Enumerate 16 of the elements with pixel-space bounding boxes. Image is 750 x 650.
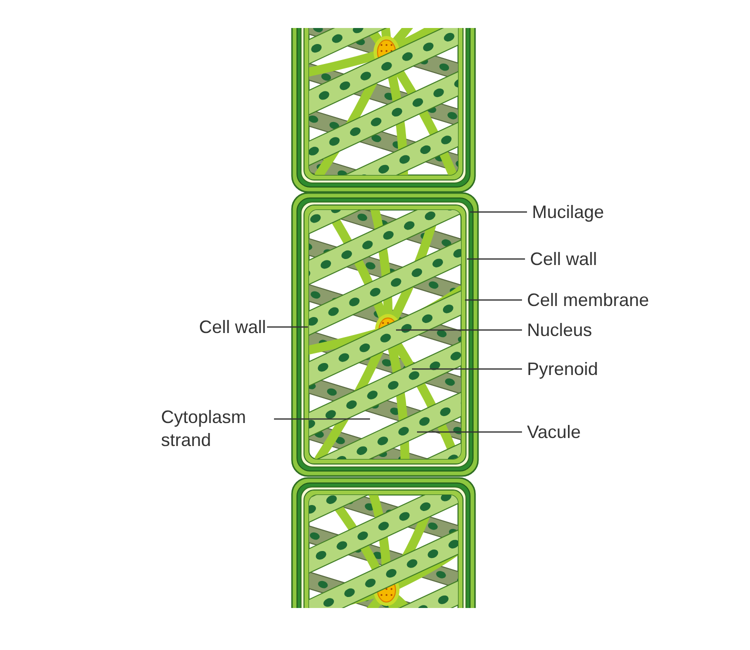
part-label: Nucleus: [527, 319, 592, 342]
leader-line: [412, 368, 522, 370]
leader-line: [396, 329, 522, 331]
leader-line: [274, 418, 370, 420]
leader-line: [417, 431, 522, 433]
part-label: Cytoplasm strand: [161, 406, 273, 452]
part-label: Cell wall: [198, 316, 266, 339]
leader-line: [470, 211, 527, 213]
leader-line: [467, 258, 525, 260]
part-label: Pyrenoid: [527, 358, 598, 381]
part-label: Mucilage: [532, 201, 604, 224]
leader-line: [267, 326, 308, 328]
leader-line: [465, 299, 522, 301]
part-label: Vacule: [527, 421, 581, 444]
part-label: Cell wall: [530, 248, 598, 271]
part-label: Cell membrane: [527, 289, 650, 312]
